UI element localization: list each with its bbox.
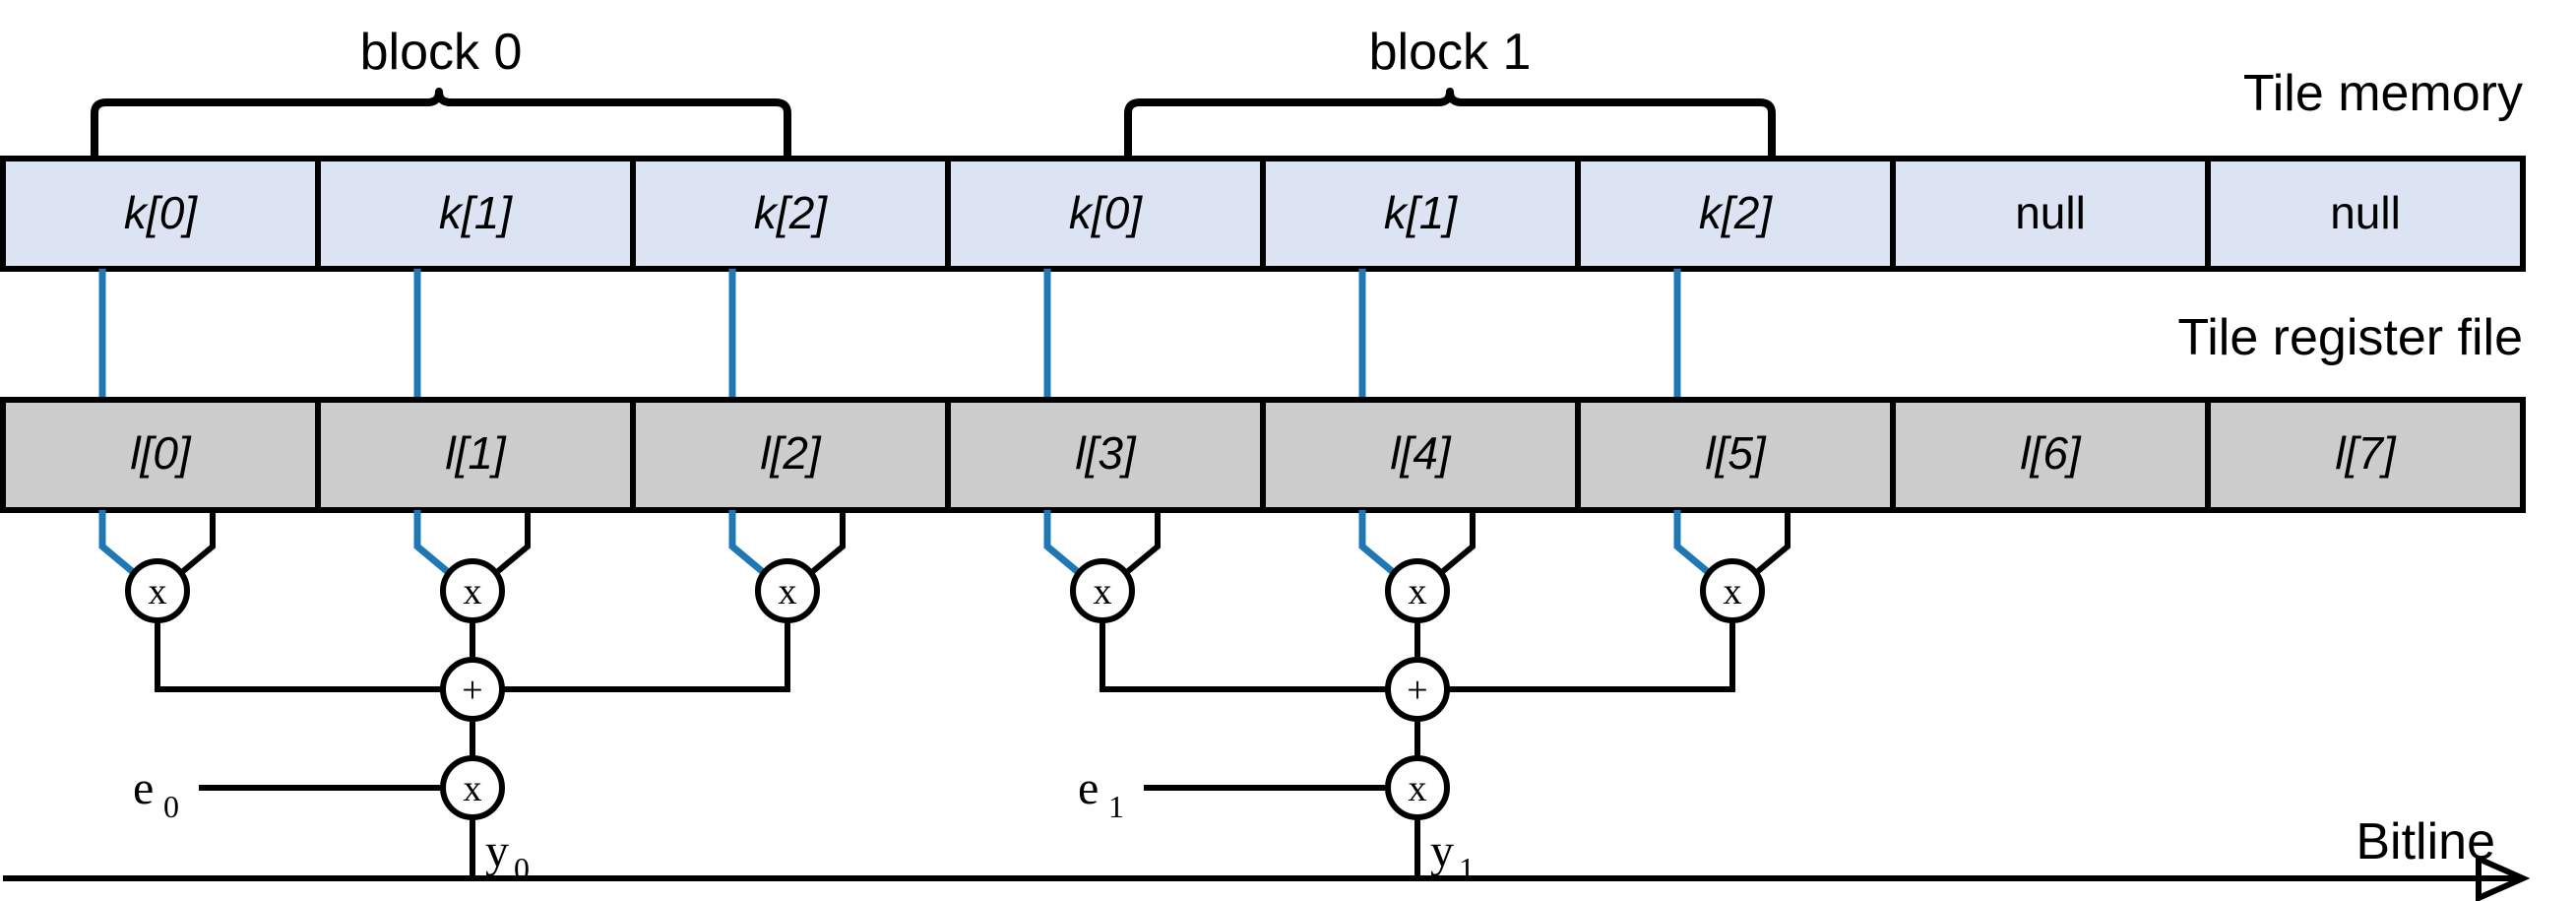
scale-input-labels: e 0 e 1 [133, 762, 1124, 824]
adder-0-left-branch [155, 620, 443, 692]
memory-cell-0[interactable] [0, 156, 321, 272]
bitline-label: Bitline [2356, 813, 2495, 870]
y0-label: y [485, 825, 509, 877]
memory-to-register-connectors [98, 269, 1681, 400]
register-cell-7-text: l[7] [2335, 427, 2397, 479]
register-cell-4-text: l[4] [1390, 427, 1452, 479]
memory-cell-1-text: k[1] [439, 187, 513, 238]
adder-1-right-branch [1447, 620, 1735, 692]
mult-5-blue-leg [1673, 510, 1716, 579]
multiplier-group: x x x x x x [98, 510, 1791, 623]
register-cell-0[interactable] [0, 397, 321, 513]
block-1-label: block 1 [1369, 24, 1532, 81]
memory-cell-6-text: null [2015, 187, 2086, 238]
register-cell-3-text: l[3] [1075, 427, 1137, 479]
memory-cell-5[interactable] [1575, 156, 1896, 272]
register-cell-5[interactable] [1575, 397, 1896, 513]
memory-cell-7[interactable] [2205, 156, 2526, 272]
mult-0-blue-leg [98, 510, 141, 579]
memory-cell-3-text: k[0] [1069, 187, 1143, 238]
memory-cell-4-text: k[1] [1384, 187, 1458, 238]
tile-register-file-row: l[0] l[1] l[2] l[3] l[4] l[5] l[6] l[7] [0, 397, 2526, 513]
memory-cell-2-text: k[2] [754, 187, 828, 238]
e0-label: e [133, 762, 154, 814]
register-cell-2[interactable] [630, 397, 951, 513]
mult-2-blue-leg [728, 510, 771, 579]
memory-cell-1[interactable] [315, 156, 636, 272]
output-multiplier-group: x x [199, 719, 1450, 878]
mult-2-black-leg [805, 510, 846, 579]
block-brace-group: block 0 block 1 [91, 24, 1776, 160]
brace-block-1 [1124, 88, 1776, 160]
register-cell-7[interactable] [2205, 397, 2526, 513]
e0-subscript: 0 [163, 789, 179, 824]
memory-cell-4[interactable] [1260, 156, 1581, 272]
adder-1-symbol: + [1407, 670, 1427, 711]
e1-subscript: 1 [1108, 789, 1124, 824]
adder-group: + + [155, 620, 1735, 722]
multiplier-2-symbol: x [779, 571, 797, 612]
memory-cell-0-text: k[0] [124, 187, 198, 238]
tile-memory-row: k[0] k[1] k[2] k[0] k[1] k[2] null null [0, 156, 2526, 272]
mult-5-black-leg [1750, 510, 1791, 579]
tile-register-file-label: Tile register file [2177, 309, 2523, 366]
multiplier-5-symbol: x [1724, 571, 1742, 612]
brace-block-0 [91, 88, 791, 160]
block-0-label: block 0 [360, 24, 523, 81]
register-cell-1-text: l[1] [445, 427, 507, 479]
register-cell-5-text: l[5] [1705, 427, 1767, 479]
mult-4-black-leg [1435, 510, 1476, 579]
register-cell-2-text: l[2] [760, 427, 822, 479]
y1-label: y [1430, 825, 1454, 877]
output-multiplier-0-symbol: x [464, 768, 482, 809]
multiplier-3-symbol: x [1094, 571, 1112, 612]
adder-0-symbol: + [462, 670, 482, 711]
mult-3-black-leg [1120, 510, 1161, 579]
tile-memory-label: Tile memory [2243, 65, 2523, 122]
register-cell-3[interactable] [945, 397, 1266, 513]
register-cell-4[interactable] [1260, 397, 1581, 513]
register-cell-6-text: l[6] [2020, 427, 2082, 479]
memory-cell-2[interactable] [630, 156, 951, 272]
memory-cell-5-text: k[2] [1699, 187, 1773, 238]
register-cell-0-text: l[0] [130, 427, 192, 479]
multiplier-4-symbol: x [1409, 571, 1427, 612]
register-cell-1[interactable] [315, 397, 636, 513]
mult-1-blue-leg [413, 510, 456, 579]
adder-1-left-branch [1100, 620, 1388, 692]
adder-0-right-branch [502, 620, 790, 692]
multiplier-0-symbol: x [149, 571, 167, 612]
output-multiplier-1-symbol: x [1409, 768, 1427, 809]
memory-cell-7-text: null [2330, 187, 2401, 238]
mult-1-black-leg [490, 510, 531, 579]
mult-4-blue-leg [1358, 510, 1401, 579]
mult-0-black-leg [175, 510, 216, 579]
memory-cell-6[interactable] [1890, 156, 2211, 272]
bitline-arrowhead [2476, 854, 2531, 901]
mult-3-blue-leg [1043, 510, 1086, 579]
bitline-group: Bitline [3, 813, 2531, 901]
multiplier-1-symbol: x [464, 571, 482, 612]
e1-label: e [1078, 762, 1099, 814]
